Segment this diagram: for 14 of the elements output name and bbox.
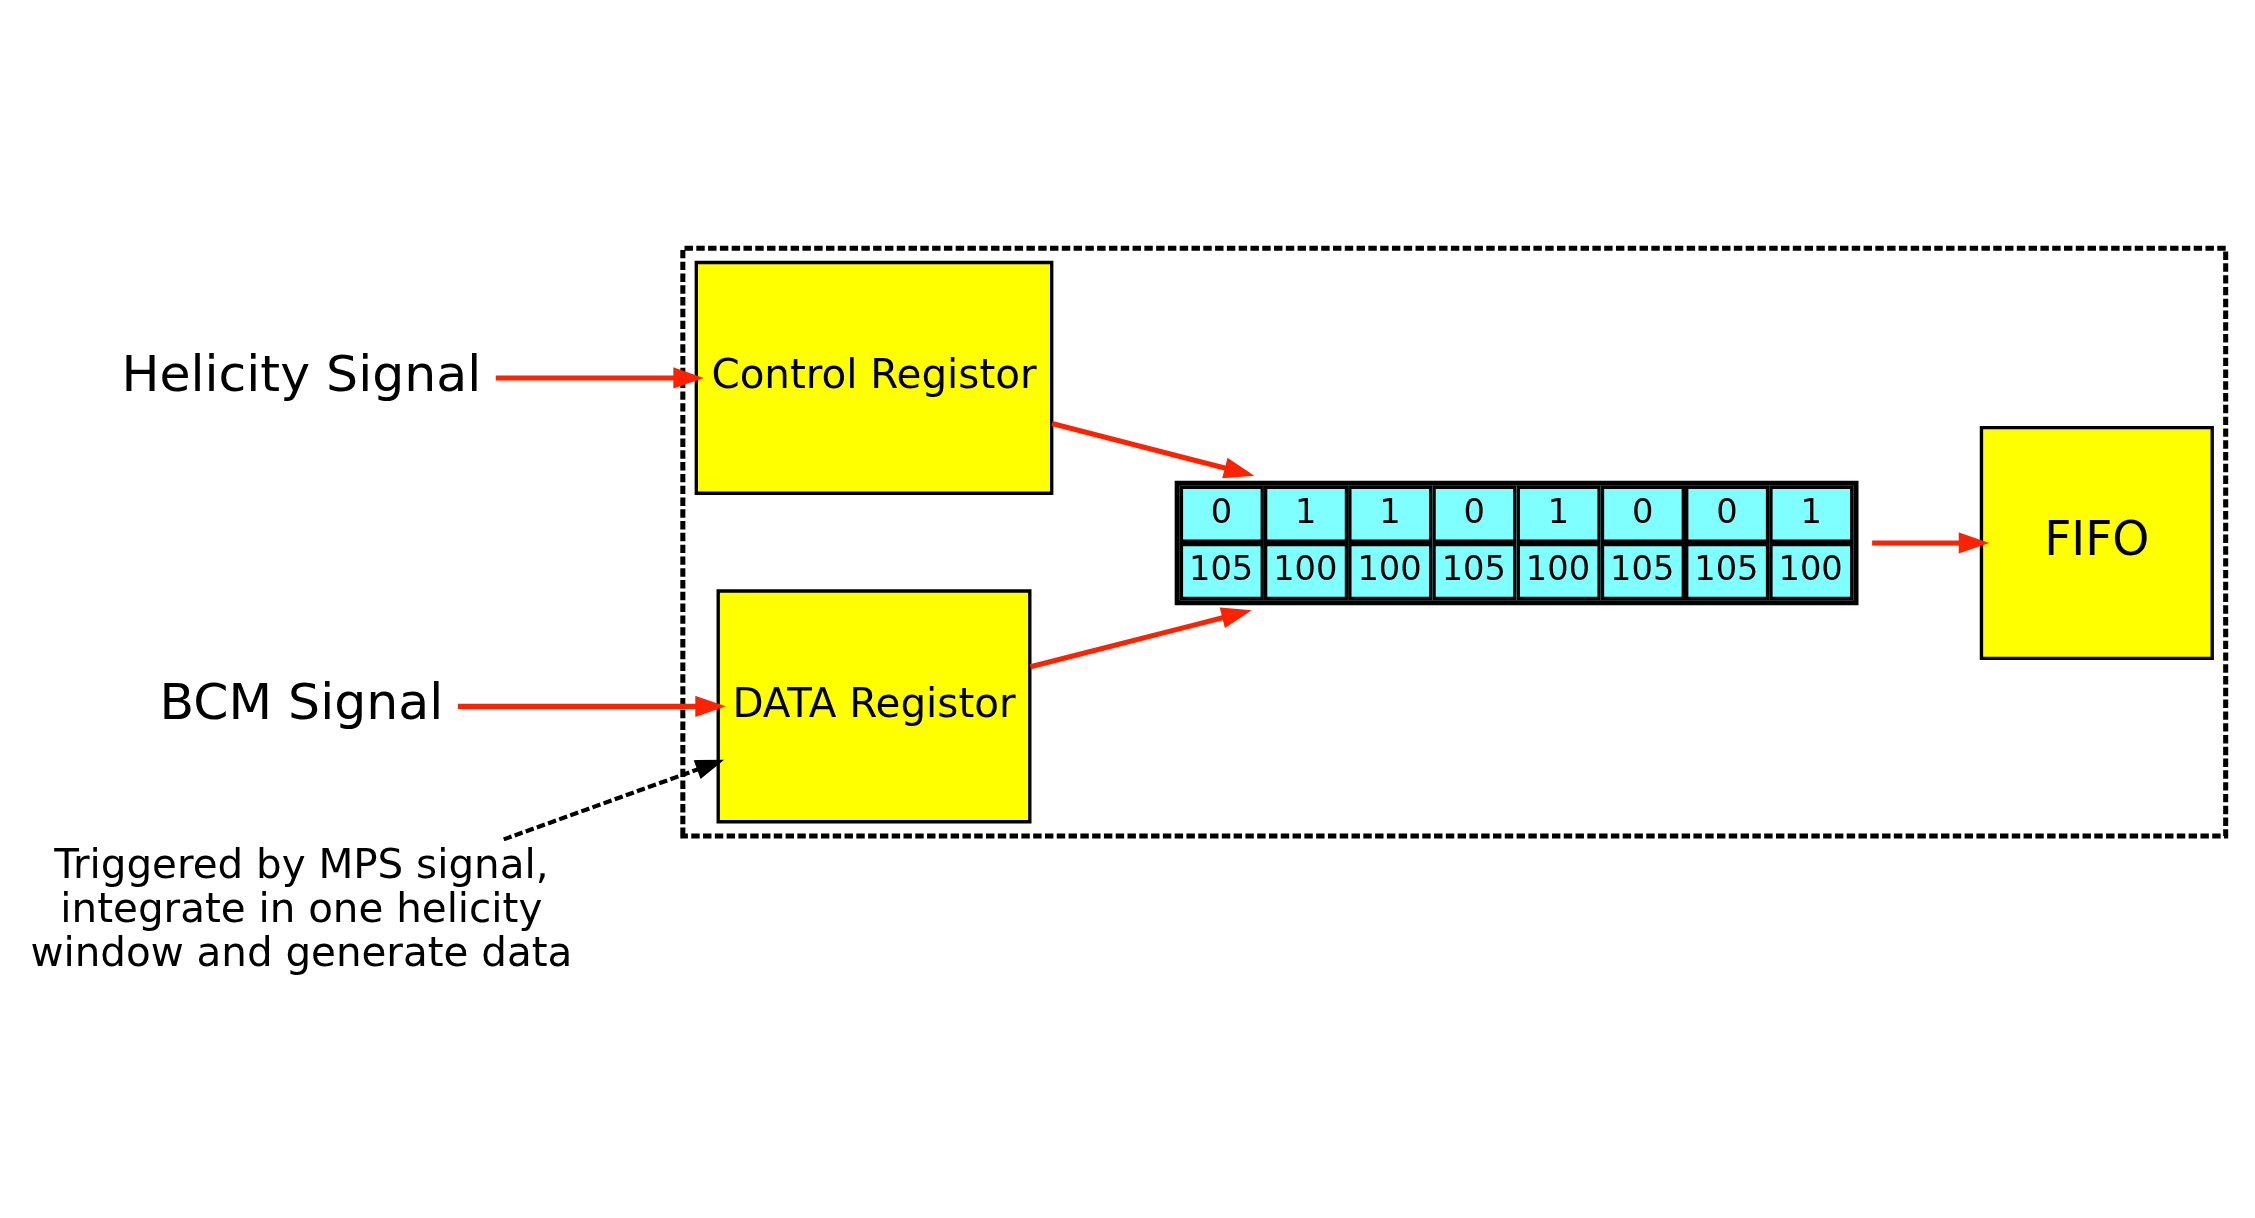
arrow [495,366,704,389]
node-box: Control Registor [694,260,1054,495]
node-box: DATA Registor [716,588,1032,823]
arrow [1051,420,1255,478]
arrow [503,759,725,841]
node-text: Triggered by MPS signal, integrate in one helicity window and generate data [30,839,573,976]
node-box: 0 1 1 0 1 0 0 1 105 100 100 105 100 105 105 100 [1174,480,1859,605]
cluster [680,245,2229,839]
node-text: Helicity Signal [121,343,482,403]
arrow [1872,531,1990,554]
arrow [1029,606,1252,669]
node-box: FIFO [1979,425,2214,660]
node-text: BCM Signal [159,671,444,731]
arrow [457,695,726,717]
